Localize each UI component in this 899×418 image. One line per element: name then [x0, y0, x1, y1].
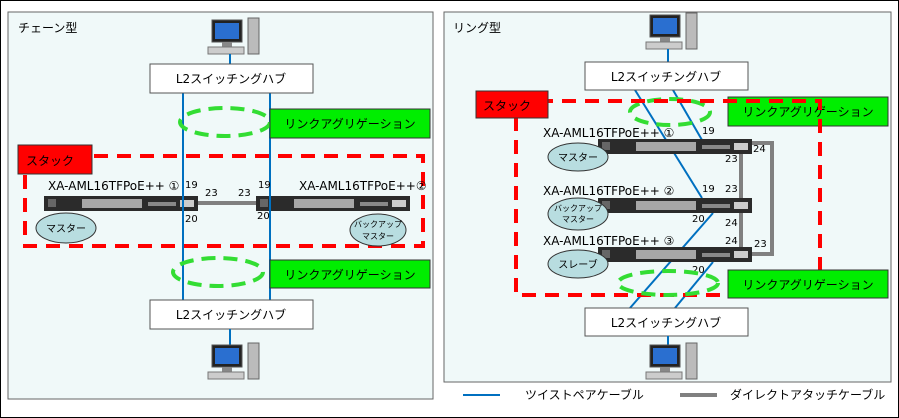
port-label: 24 [725, 236, 738, 247]
role-label: スレーブ [558, 258, 597, 271]
chain-panel: チェーン型 L2スイッチングハブ リンクアグリゲーション スタック XA-AML… [7, 11, 434, 400]
switch-3 [598, 247, 752, 262]
lag-label: リンクアグリゲーション [742, 278, 873, 292]
port-label: 23 [205, 188, 218, 199]
role-backup-master [547, 197, 609, 231]
port-label: 23 [725, 154, 738, 165]
switch-1 [598, 139, 752, 154]
port-label: 23 [725, 184, 738, 195]
lag-label-box [269, 108, 431, 139]
switch-label: XA-AML16TFPoE++ ② [543, 184, 674, 198]
hub-label: L2スイッチングハブ [611, 315, 721, 330]
role-slave [547, 249, 609, 279]
stack-label: スタック [483, 99, 531, 113]
legend: ツイストペアケーブル ダイレクトアタッチケーブル [463, 387, 885, 402]
port-label: 19 [702, 126, 715, 137]
port-label: 19 [185, 180, 198, 191]
role-label: バックアップ [354, 220, 402, 229]
l2-hub-top [149, 63, 314, 94]
port-label: 23 [754, 239, 767, 250]
role-label: マスター [46, 223, 86, 235]
port-label: 19 [702, 184, 715, 195]
switch-label: XA-AML16TFPoE++ ① [543, 126, 674, 140]
lag-ellipse [171, 256, 265, 288]
pc-icon [207, 342, 260, 380]
pc-icon [207, 17, 260, 55]
port-label: 24 [753, 144, 766, 155]
role-master [35, 212, 97, 244]
switch-label: XA-AML16TFPoE++ ③ [543, 234, 674, 248]
panel-title: リング型 [453, 21, 501, 35]
stack-label: スタック [26, 154, 74, 168]
port-label: 23 [238, 188, 251, 199]
lag-label: リンクアグリゲーション [742, 105, 873, 119]
hub-label: L2スイッチングハブ [176, 307, 286, 322]
port-label: 19 [258, 180, 271, 191]
switch-1 [44, 196, 198, 211]
role-master [547, 142, 609, 172]
hub-label: L2スイッチングハブ [176, 71, 286, 86]
lag-label: リンクアグリゲーション [284, 268, 415, 282]
role-label: バックアップ [554, 204, 602, 213]
role-backup-master [349, 213, 407, 247]
switch-2 [256, 196, 410, 211]
l2-hub-bottom [584, 307, 749, 337]
port-label: 20 [185, 214, 198, 225]
twisted-pair-cable [674, 261, 714, 309]
switch-2 [598, 198, 752, 213]
lag-label: リンクアグリゲーション [284, 117, 415, 131]
ring-panel: リング型 L2スイッチングハブ リンクアグリゲーション スタック XA-AML1… [443, 11, 892, 383]
port-label: 24 [725, 218, 738, 229]
stack-label-box [17, 144, 93, 175]
panel-title: チェーン型 [18, 21, 77, 35]
role-label: マスター [562, 215, 594, 224]
l2-hub-bottom [149, 299, 314, 330]
role-label: マスター [558, 152, 598, 164]
direct-attach-cable [752, 141, 774, 256]
port-label: 20 [692, 214, 705, 225]
l2-hub-top [584, 61, 749, 91]
switch-label: XA-AML16TFPoE++ ① [48, 179, 179, 193]
port-label: 20 [692, 265, 705, 276]
lag-ellipse [628, 97, 712, 127]
role-label: マスター [362, 232, 394, 241]
pc-icon [645, 12, 698, 50]
lag-ellipse [616, 269, 720, 297]
port-label: 20 [257, 211, 270, 222]
stack-boundary [23, 154, 425, 248]
legend-twisted-label: ツイストペアケーブル [525, 387, 644, 402]
switch-label: XA-AML16TFPoE++② [299, 179, 427, 193]
legend-dac-label: ダイレクトアタッチケーブル [730, 387, 885, 402]
pc-icon [645, 342, 698, 380]
hub-label: L2スイッチングハブ [611, 69, 721, 84]
